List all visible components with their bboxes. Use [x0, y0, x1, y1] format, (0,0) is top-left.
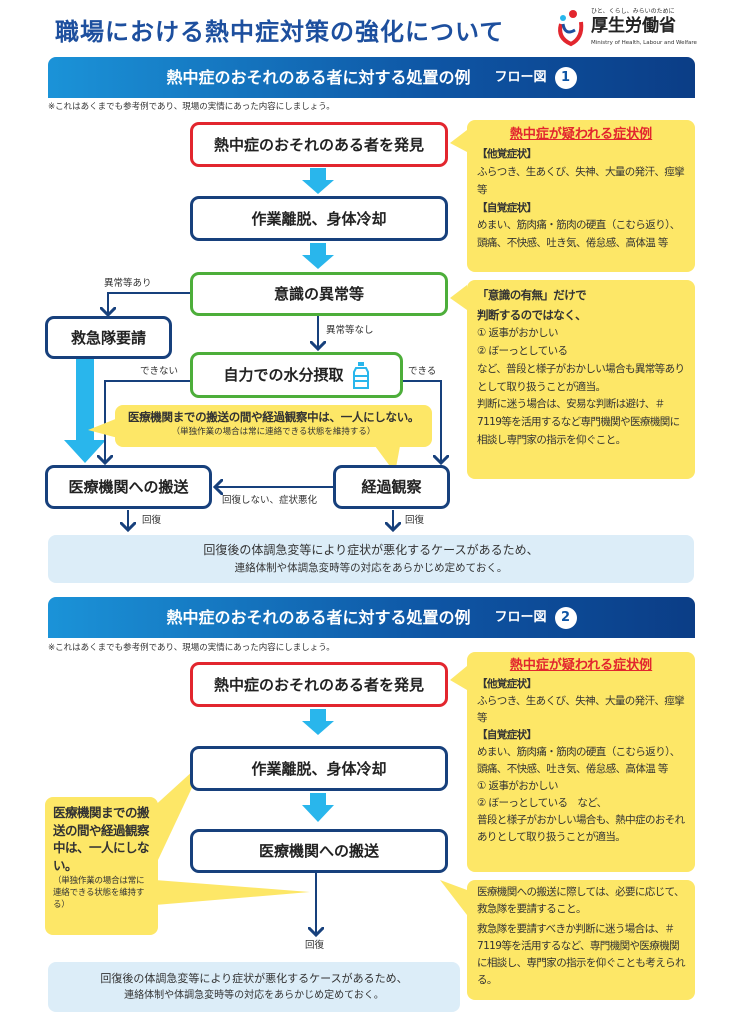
- judge-advice: 判断に迷う場合は、安易な判断は避け、＃7119等を活用するなど専門機関や医療機関…: [477, 398, 680, 447]
- arrow-down: [302, 243, 334, 269]
- recovery-label: 回復: [305, 940, 325, 951]
- objective-heading: 【他覚症状】: [477, 678, 537, 691]
- reference-note: ※これはあくまでも参考例であり、現場の実情にあった内容にしましょう。: [48, 643, 335, 653]
- recovery-label: 回復: [142, 515, 162, 526]
- post-recovery-line1: 回復後の体調急変等により症状が悪化するケースがあるため、: [203, 543, 539, 557]
- callout-tail: [450, 666, 467, 690]
- flow-number: 1: [554, 66, 577, 89]
- objective-symptoms: ふらつき、生あくび、失神、大量の発汗、痙攣 等: [477, 165, 685, 196]
- symptoms-heading: 熱中症が疑われる症状例: [509, 658, 653, 673]
- symptoms-heading: 熱中症が疑われる症状例: [509, 127, 653, 142]
- logo-name: 厚生労働省: [591, 16, 676, 36]
- flow-number: 2: [554, 606, 577, 629]
- cannot-label: できない: [140, 366, 179, 377]
- arrow-big-down: [64, 358, 106, 463]
- flow1-banner: 熱中症のおそれのある者に対する処置の例 フロー図 1: [48, 57, 695, 98]
- symptoms-box: 熱中症が疑われる症状例 【他覚症状】 ふらつき、生あくび、失神、大量の発汗、痙攣…: [467, 652, 695, 872]
- judge-heading1: 「意識の有無」だけで: [477, 288, 587, 302]
- judge-item1: ① 返事がおかしい: [477, 327, 558, 340]
- callout-tail: [450, 130, 467, 152]
- not-alone-callout: 医療機関までの搬送の間や経過観察中は、一人にしない。 （単独作業の場合は常に連絡…: [45, 797, 158, 935]
- mhlw-logo: ひと、くらし、みらいのために 厚生労働省 Ministry of Health,…: [553, 8, 713, 54]
- subjective-heading: 【自覚症状】: [477, 729, 537, 742]
- discover-box: 熱中症のおそれのある者を発見: [190, 122, 448, 167]
- callout-tail: [88, 418, 118, 438]
- callout-tail: [450, 285, 467, 310]
- recovery-label: 回復: [405, 515, 425, 526]
- subjective-symptoms: めまい、筋肉痛・筋肉の硬直（こむら返り）、頭痛、不快感、吐き気、倦怠感、高体温 …: [477, 219, 680, 250]
- water-intake-box: 自力での水分摂取: [190, 352, 403, 398]
- ambulance-box: 救急隊要請: [45, 316, 172, 359]
- post-recovery-note: 回復後の体調急変等により症状が悪化するケースがあるため、 連絡体制や体調急変時等…: [48, 535, 694, 583]
- symptom-item1: ① 返事がおかしい: [477, 780, 558, 793]
- flow2-banner: 熱中症のおそれのある者に対する処置の例 フロー図 2: [48, 597, 695, 638]
- flow2-right-column: 熱中症が疑われる症状例 【他覚症状】 ふらつき、生あくび、失神、大量の発汗、痙攣…: [467, 652, 695, 1000]
- flow-label: フロー図: [494, 69, 547, 85]
- judge-text: など、普段と様子がおかしい場合も異常等ありとして取り扱うことが適当。: [477, 362, 685, 393]
- observe-box: 経過観察: [333, 465, 450, 509]
- transport-box: 医療機関への搬送: [45, 465, 212, 509]
- objective-symptoms: ふらつき、生あくび、失神、大量の発汗、痙攣 等: [477, 695, 685, 725]
- post-recovery-line1: 回復後の体調急変等により症状が悪化するケースがあるため、: [100, 972, 408, 986]
- judgement-box: 「意識の有無」だけで 判断するのではなく、 ① 返事がおかしい ② ぼーっとして…: [467, 280, 695, 479]
- arrow-down: [302, 709, 334, 735]
- post-recovery-line2: 連絡体制や体調急変時等の対応をあらかじめ定めておく。: [234, 562, 508, 575]
- subjective-symptoms: めまい、筋肉痛・筋肉の硬直（こむら返り）、頭痛、不快感、吐き気、倦怠感、高体温 …: [477, 746, 680, 776]
- ambulance-note-p2: 救急隊を要請すべきか判断に迷う場合は、＃7119等を活用するなど、専門機関や医療…: [477, 923, 686, 986]
- connector-cannot: [105, 380, 190, 463]
- flow-label: フロー図: [494, 609, 547, 625]
- reference-note: ※これはあくまでも参考例であり、現場の実情にあった内容にしましょう。: [48, 102, 335, 112]
- can-label: できる: [408, 366, 437, 377]
- banner-title: 熱中症のおそれのある者に対する処置の例: [166, 607, 471, 627]
- ambulance-note-p1: 医療機関への搬送に際しては、必要に応じて、救急隊を要請すること。: [477, 886, 684, 915]
- mhlw-logo-icon: [558, 10, 584, 47]
- transport-box: 医療機関への搬送: [190, 829, 448, 873]
- callout-tail: [155, 880, 310, 905]
- page-title: 職場における熱中症対策の強化について: [55, 18, 505, 46]
- callout-tail: [440, 880, 467, 915]
- logo-tagline: ひと、くらし、みらいのために: [591, 8, 675, 15]
- consciousness-box: 意識の異常等: [190, 272, 448, 316]
- cooling-box: 作業離脱、身体冷却: [190, 196, 448, 241]
- callout-main: 医療機関までの搬送の間や経過観察中は、一人にしない。: [127, 410, 420, 424]
- arrow-down: [302, 793, 334, 822]
- abnormal-yes-label: 異常等あり: [104, 278, 152, 289]
- post-recovery-line2: 連絡体制や体調急変時等の対応をあらかじめ定めておく。: [124, 989, 384, 1001]
- ambulance-note-box: 医療機関への搬送に際しては、必要に応じて、救急隊を要請すること。 救急隊を要請す…: [467, 880, 695, 1000]
- symptoms-box: 熱中症が疑われる症状例 【他覚症状】 ふらつき、生あくび、失神、大量の発汗、痙攣…: [467, 120, 695, 272]
- callout-sub: （単独作業の場合は常に連絡できる状態を維持する）: [53, 876, 145, 910]
- judge-heading2: 判断するのではなく、: [477, 307, 587, 322]
- flow1-right-column: 熱中症が疑われる症状例 【他覚症状】 ふらつき、生あくび、失神、大量の発汗、痙攣…: [467, 120, 695, 479]
- not-alone-callout: 医療機関までの搬送の間や経過観察中は、一人にしない。 （単独作業の場合は常に連絡…: [115, 405, 432, 447]
- cooling-box: 作業離脱、身体冷却: [190, 746, 448, 791]
- symptom-item2: ② ぼーっとしている など、: [477, 797, 607, 810]
- judge-item2: ② ぼーっとしている: [477, 344, 568, 357]
- post-recovery-note: 回復後の体調急変等により症状が悪化するケースがあるため、 連絡体制や体調急変時等…: [48, 962, 460, 1012]
- connector-can: [403, 380, 441, 463]
- banner-title: 熱中症のおそれのある者に対する処置の例: [166, 67, 471, 87]
- objective-heading: 【他覚症状】: [477, 148, 537, 161]
- logo-english: Ministry of Health, Labour and Welfare: [591, 40, 697, 46]
- symptom-note: 普段と様子がおかしい場合も、熱中症のおそれありとして取り扱うことが適当。: [477, 814, 685, 844]
- water-intake-label: 自力での水分摂取: [223, 366, 344, 384]
- callout-sub: （単独作業の場合は常に連絡できる状態を維持する）: [171, 427, 376, 437]
- arrow-down: [302, 168, 334, 194]
- water-bottle-icon: [352, 362, 369, 389]
- callout-main: 医療機関までの搬送の間や経過観察中は、一人にしない。: [53, 805, 150, 873]
- abnormal-no-label: 異常等なし: [326, 325, 374, 336]
- no-recovery-label: 回復しない、症状悪化: [222, 495, 318, 506]
- discover-box: 熱中症のおそれのある者を発見: [190, 662, 448, 707]
- subjective-heading: 【自覚症状】: [477, 201, 537, 214]
- connector-abnormal-yes: [108, 292, 190, 315]
